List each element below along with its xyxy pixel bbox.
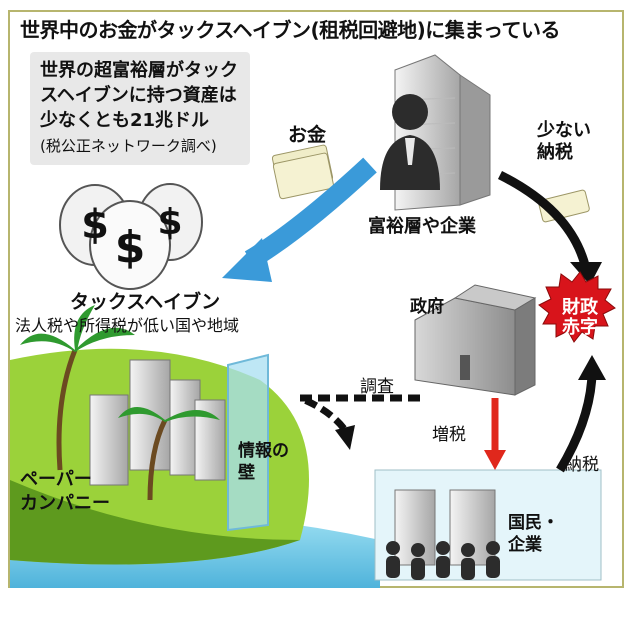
label-citizens: 国民・ 企業 [508, 513, 559, 555]
label-tax-payment: 納税 [565, 455, 599, 475]
deficit-badge [538, 271, 616, 343]
diagram-title: 世界中のお金がタックスヘイブン(租税回避地)に集まっている [20, 18, 560, 42]
label-government: 政府 [410, 297, 444, 317]
svg-text:$: $ [81, 202, 109, 248]
government-building [414, 284, 537, 396]
little-tax-arrow [497, 170, 590, 267]
svg-text:$: $ [157, 202, 182, 243]
wealth-note-text: 世界の超富裕層がタックスヘイブンに持つ資産は少なくとも21兆ドル [40, 60, 238, 131]
label-wealthy: 富裕層や企業 [368, 216, 476, 237]
investigation-arrow [298, 394, 420, 433]
label-little-tax: 少ない 納税 [537, 120, 591, 163]
label-paper-company: ペーパー カンパニー [20, 469, 110, 514]
svg-text:$: $ [115, 222, 146, 273]
wealth-note-source: (税公正ネットワーク調べ) [40, 137, 217, 155]
label-deficit: 財政 赤字 [562, 297, 598, 338]
money-bags-icon: $ $ $ [59, 183, 203, 290]
label-investigation: 調査 [360, 377, 394, 397]
label-info-wall: 情報の 壁 [238, 441, 289, 483]
citizens-group [374, 469, 602, 581]
information-wall [227, 353, 269, 532]
label-tax-increase: 増税 [432, 425, 466, 445]
wealth-note: 世界の超富裕層がタックスヘイブンに持つ資産は少なくとも21兆ドル (税公正ネット… [30, 52, 250, 165]
label-money: お金 [288, 124, 327, 146]
label-tax-haven: タックスヘイブン [70, 291, 221, 313]
palm-tree-icon [56, 349, 168, 501]
tax-payment-arrow [556, 374, 597, 473]
businessman-icon [380, 94, 440, 190]
label-tax-haven-desc: 法人税や所得税が低い国や地域 [15, 316, 240, 335]
